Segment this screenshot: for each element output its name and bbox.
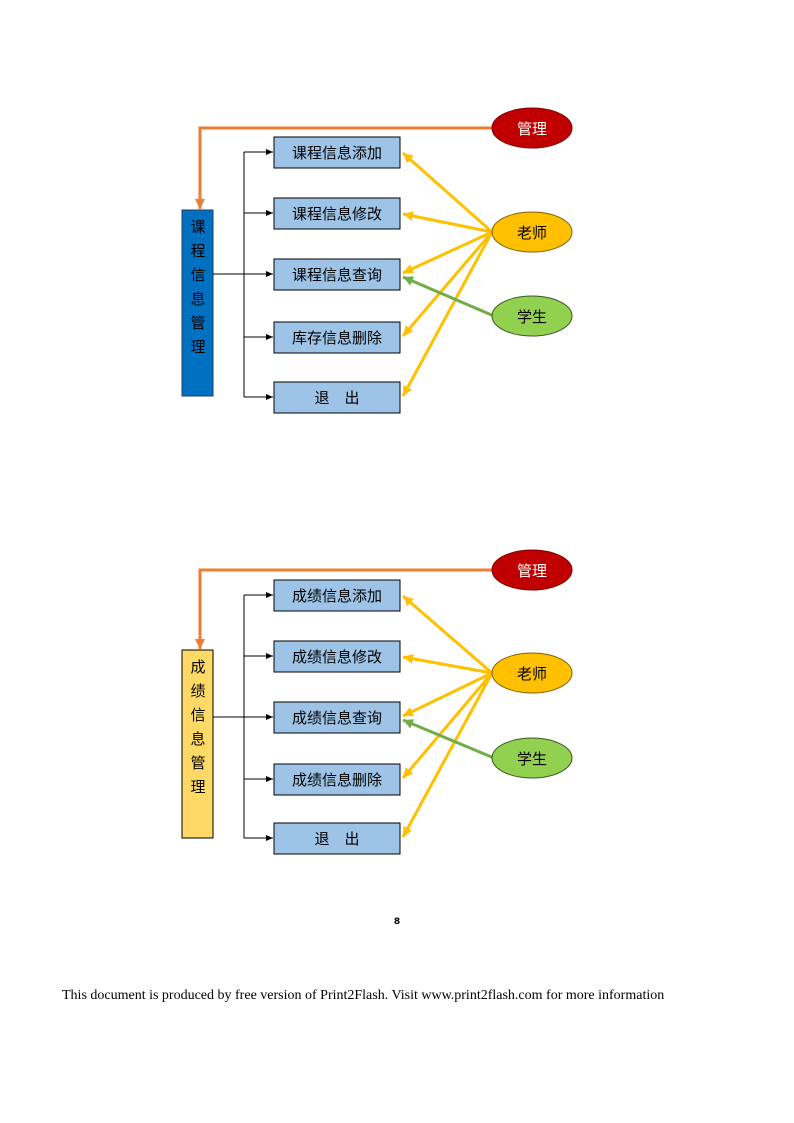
module-char: 息 — [190, 290, 205, 308]
course-management-diagram: 课 程 信 息 管 理 课程信息添加 课程信息修改 课程信息查询 库存信息删除 — [181, 107, 573, 414]
module-char: 程 — [190, 242, 205, 260]
module-char: 绩 — [190, 682, 205, 700]
teacher-arrow — [402, 594, 493, 675]
function-box-exit: 退 出 — [273, 822, 401, 855]
function-label: 课程信息查询 — [292, 266, 382, 284]
module-char: 管 — [190, 754, 205, 772]
module-char: 信 — [190, 266, 205, 284]
role-label: 老师 — [517, 665, 547, 683]
teacher-arrow — [402, 151, 493, 234]
function-box-exit: 退 出 — [273, 381, 401, 414]
student-arrow — [402, 718, 495, 760]
function-box-delete: 成绩信息删除 — [273, 763, 401, 796]
role-label: 管理 — [517, 120, 547, 138]
course-module-box — [181, 209, 214, 397]
function-box-add: 成绩信息添加 — [273, 579, 401, 612]
student-role-oval: 学生 — [491, 737, 573, 779]
module-char: 成 — [190, 658, 205, 676]
teacher-arrow — [402, 230, 493, 275]
admin-role-oval: 管理 — [491, 107, 573, 149]
function-box-modify: 课程信息修改 — [273, 197, 401, 230]
student-role-oval: 学生 — [491, 295, 573, 337]
function-label: 成绩信息删除 — [292, 771, 382, 789]
module-char: 理 — [190, 338, 205, 356]
role-label: 学生 — [517, 750, 547, 768]
teacher-role-oval: 老师 — [491, 652, 573, 694]
function-box-add: 课程信息添加 — [273, 136, 401, 169]
teacher-arrow — [402, 653, 493, 675]
module-char: 理 — [190, 778, 205, 796]
module-char: 信 — [190, 706, 205, 724]
score-management-diagram: 成 绩 信 息 管 理 成绩信息添加 成绩信息修改 成绩信息查询 成绩信息删除 — [181, 549, 573, 855]
function-label: 课程信息添加 — [292, 144, 382, 162]
function-label: 成绩信息查询 — [292, 709, 382, 727]
function-box-delete: 库存信息删除 — [273, 321, 401, 354]
function-box-modify: 成绩信息修改 — [273, 640, 401, 673]
function-label: 退 出 — [314, 830, 359, 848]
role-label: 学生 — [517, 308, 547, 326]
teacher-arrow — [401, 672, 494, 779]
module-char: 管 — [190, 314, 205, 332]
role-label: 老师 — [517, 224, 547, 242]
teacher-arrow — [401, 672, 494, 838]
module-char: 息 — [190, 730, 205, 748]
function-label: 课程信息修改 — [292, 205, 382, 223]
admin-to-module-arrow — [195, 126, 493, 209]
function-box-query: 课程信息查询 — [273, 258, 401, 291]
score-module-box — [181, 649, 214, 839]
footer-notice: This document is produced by free versio… — [62, 988, 665, 1003]
admin-role-oval: 管理 — [491, 549, 573, 591]
teacher-arrow — [401, 231, 494, 397]
teacher-arrow — [402, 671, 493, 718]
admin-to-module-arrow — [195, 568, 493, 649]
teacher-arrow — [401, 231, 494, 337]
function-label: 退 出 — [314, 389, 359, 407]
teacher-role-oval: 老师 — [491, 211, 573, 253]
function-box-query: 成绩信息查询 — [273, 701, 401, 734]
function-label: 成绩信息添加 — [292, 587, 382, 605]
role-label: 管理 — [517, 562, 547, 580]
student-arrow — [402, 275, 495, 318]
module-char: 课 — [190, 218, 205, 236]
function-label: 库存信息删除 — [292, 329, 382, 347]
teacher-arrow — [402, 211, 493, 234]
page-number: 8 — [393, 917, 401, 927]
function-label: 成绩信息修改 — [292, 648, 382, 666]
